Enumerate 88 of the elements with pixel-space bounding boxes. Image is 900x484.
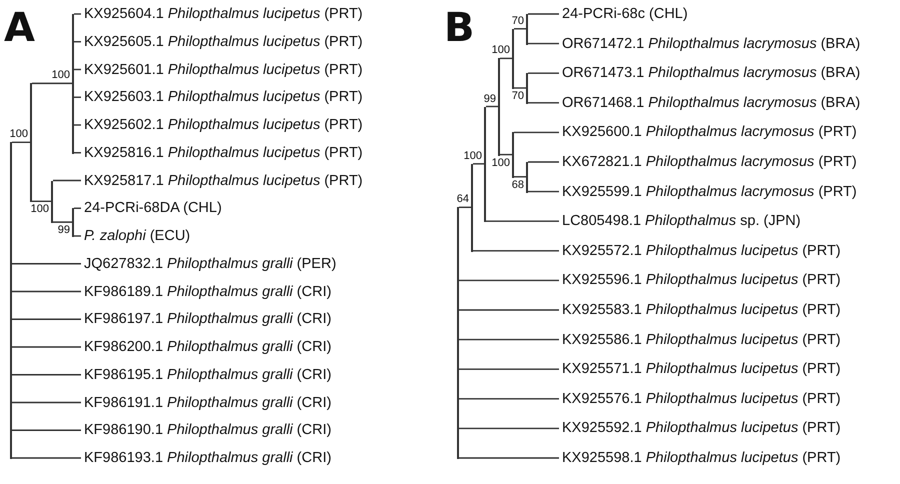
taxon-label: 24-PCRi-68DA (CHL): [84, 199, 222, 218]
taxon-label: KX925598.1 Philopthalmus lucipetus (PRT): [562, 449, 841, 467]
taxon-label: KX925816.1 Philopthalmus lucipetus (PRT): [84, 144, 363, 162]
tree-branch: [12, 346, 81, 348]
tree-branch: [528, 72, 559, 74]
taxon-label: KX925599.1 Philopthalmus lacrymosus (PRT): [562, 182, 857, 201]
taxon-label: KX925586.1 Philopthalmus lucipetus (PRT): [562, 330, 841, 349]
taxon-label: KF986189.1 Philopthalmus gralli (CRI): [84, 282, 332, 300]
tree-branch: [12, 457, 81, 459]
taxon-label: KF986200.1 Philopthalmus gralli (CRI): [84, 338, 332, 356]
bootstrap-value: 99: [484, 92, 496, 104]
tree-branch: [459, 368, 559, 370]
bootstrap-value: 100: [492, 44, 510, 56]
taxon-label: KX925602.1 Philopthalmus lucipetus (PRT): [84, 116, 363, 134]
taxon-label: KX925817.1 Philopthalmus lucipetus (PRT): [84, 172, 363, 190]
taxon-label: KX925600.1 Philopthalmus lacrymosus (PRT): [562, 123, 857, 142]
tree-branch: [74, 208, 81, 209]
taxon-label: KX925592.1 Philopthalmus lucipetus (PRT): [562, 419, 841, 438]
tree-branch: [459, 398, 559, 400]
tree-branch: [500, 154, 512, 156]
tree-branch: [528, 42, 559, 44]
panel-letter: A: [4, 8, 35, 48]
tree-branch: [12, 402, 81, 404]
taxon-label: KX672821.1 Philopthalmus lacrymosus (PRT): [562, 153, 857, 171]
bootstrap-value: 100: [52, 69, 70, 82]
taxon-label: KX925576.1 Philopthalmus lucipetus (PRT): [562, 390, 841, 408]
taxon-label: KX925596.1 Philopthalmus lucipetus (PRT): [562, 271, 841, 290]
bootstrap-value: 70: [512, 14, 524, 27]
bootstrap-value: 100: [492, 156, 510, 169]
taxon-label: 24-PCRi-68c (CHL): [562, 5, 688, 23]
tree-branch: [473, 250, 559, 252]
panel-letter: B: [444, 8, 474, 48]
tree-branch: [528, 190, 559, 192]
tree-branch: [53, 221, 72, 223]
taxon-label: KF986190.1 Philopthalmus gralli (CRI): [84, 421, 332, 440]
tree-branch: [514, 132, 559, 134]
tree-branch: [459, 338, 559, 340]
tree-branch: [12, 142, 30, 144]
bootstrap-value: 68: [512, 178, 524, 191]
taxon-label: JQ627832.1 Philopthalmus gralli (PER): [84, 254, 336, 273]
taxon-label: KF986191.1 Philopthalmus gralli (CRI): [84, 394, 332, 412]
taxon-label: KF986195.1 Philopthalmus gralli (CRI): [84, 366, 332, 384]
tree-branch: [459, 280, 559, 282]
taxon-label: KX925583.1 Philopthalmus lucipetus (PRT): [562, 301, 841, 319]
taxon-label: P. zalophi (ECU): [84, 227, 190, 245]
taxon-label: KX925603.1 Philopthalmus lucipetus (PRT): [84, 88, 363, 106]
taxon-label: OR671472.1 Philopthalmus lacrymosus (BRA): [562, 34, 860, 53]
taxon-label: KX925604.1 Philopthalmus lucipetus (PRT): [84, 5, 363, 23]
tree-branch: [514, 87, 526, 89]
tree-branch: [12, 430, 81, 431]
tree-branch: [459, 428, 559, 430]
bootstrap-value: 70: [512, 90, 524, 102]
tree-branch: [12, 374, 81, 376]
taxon-label: KX925572.1 Philopthalmus lucipetus (PRT): [562, 242, 841, 260]
bootstrap-value: 100: [10, 128, 28, 140]
taxon-label: KF986197.1 Philopthalmus gralli (CRI): [84, 310, 332, 328]
tree-branch: [53, 180, 81, 182]
taxon-label: OR671468.1 Philopthalmus lacrymosus (BRA): [562, 94, 860, 112]
tree-branch: [32, 82, 72, 84]
tree-branch: [32, 200, 51, 202]
tree-branch: [500, 58, 512, 60]
bootstrap-value: 99: [58, 224, 70, 236]
tree-branch: [459, 206, 471, 208]
tree-branch: [74, 152, 81, 154]
taxon-label: KX925571.1 Philopthalmus lucipetus (PRT): [562, 360, 841, 378]
taxon-label: KF986193.1 Philopthalmus gralli (CRI): [84, 449, 332, 467]
tree-branch: [528, 102, 559, 104]
tree-branch: [514, 28, 526, 30]
tree-branch: [12, 290, 81, 292]
tree-branch: [514, 176, 526, 178]
tree-branch: [74, 96, 81, 98]
tree-branch: [459, 457, 559, 459]
taxon-label: KX925605.1 Philopthalmus lucipetus (PRT): [84, 32, 363, 51]
taxon-label: LC805498.1 Philopthalmus sp. (JPN): [562, 212, 801, 230]
tree-branch: [486, 106, 498, 108]
bootstrap-value: 100: [464, 150, 482, 162]
taxon-label: KX925601.1 Philopthalmus lucipetus (PRT): [84, 60, 363, 78]
tree-branch: [528, 161, 559, 163]
tree-branch: [12, 318, 81, 320]
taxon-label: OR671473.1 Philopthalmus lacrymosus (BRA): [562, 64, 860, 82]
tree-branch: [12, 263, 81, 264]
tree-branch: [74, 41, 81, 42]
bootstrap-value: 100: [30, 203, 49, 216]
tree-branch: [459, 309, 559, 311]
tree-branch: [473, 163, 484, 165]
tree-branch: [528, 13, 559, 15]
bootstrap-value: 64: [456, 193, 469, 206]
tree-branch: [486, 220, 559, 222]
